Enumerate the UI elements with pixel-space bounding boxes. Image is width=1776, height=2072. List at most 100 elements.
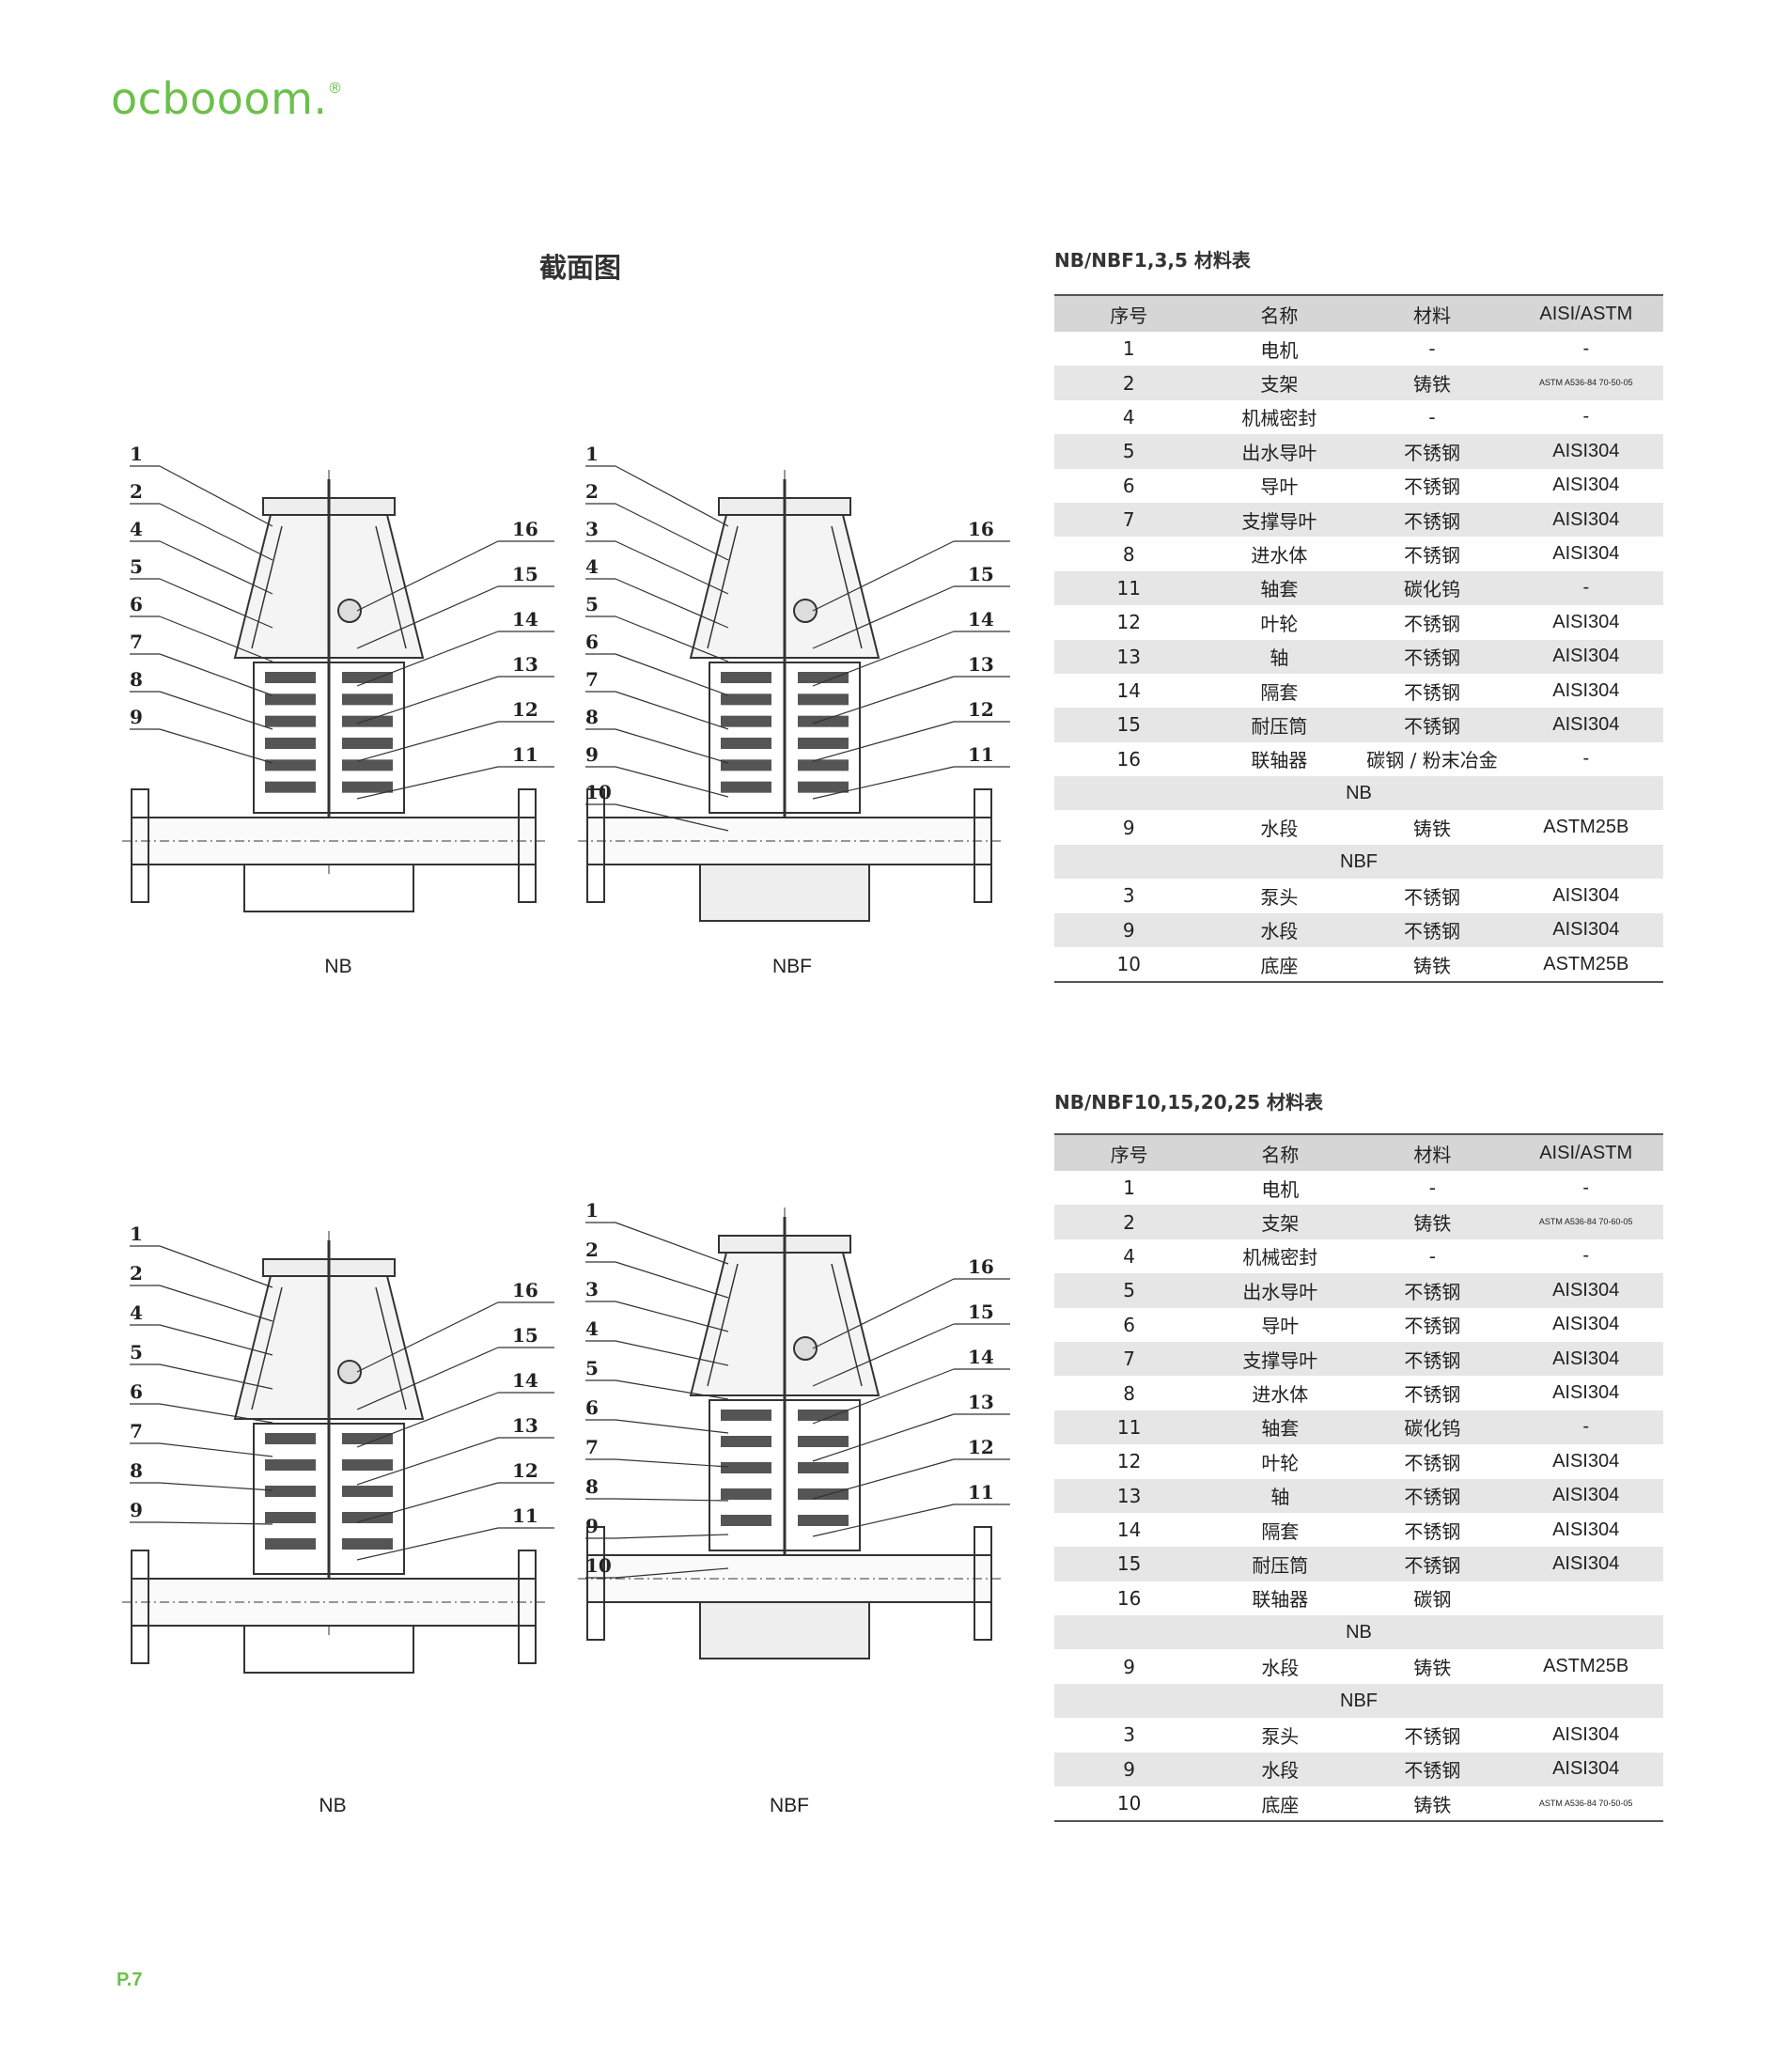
- table-section-row: NB: [1054, 776, 1663, 811]
- table-cell: ASTM25B: [1543, 1656, 1629, 1677]
- callout-number: 14: [968, 608, 994, 631]
- table-cell: 3: [1122, 884, 1135, 908]
- table-cell: 不锈钢: [1403, 475, 1460, 499]
- table-cell: 10: [1054, 947, 1204, 984]
- section-label: NB: [1054, 1615, 1663, 1650]
- callout-number: 7: [585, 668, 599, 691]
- column-header: 名称: [1203, 294, 1356, 332]
- callout-number: 2: [130, 480, 143, 503]
- table-cell: -: [1582, 1176, 1589, 1198]
- table-cell: 8: [1122, 542, 1135, 566]
- table-cell: 铸铁: [1356, 1205, 1509, 1239]
- table-cell: 4: [1122, 405, 1135, 428]
- section-title: 截面图: [539, 252, 622, 284]
- table-cell: 轴套: [1204, 1410, 1357, 1445]
- table-cell: AISI304: [1508, 1547, 1663, 1581]
- callout-number: 16: [968, 1255, 994, 1278]
- table-cell: 11: [1054, 1410, 1205, 1445]
- callout-number: 2: [585, 480, 599, 503]
- table-cell: 1: [1123, 1176, 1135, 1200]
- table-cell: 底座: [1204, 1786, 1357, 1823]
- callout-number: 3: [585, 518, 599, 540]
- table-cell: 底座: [1203, 947, 1356, 984]
- diagram-caption: NBF: [770, 1795, 809, 1816]
- callout-number: 13: [968, 1391, 994, 1413]
- table-cell: 耐压筒: [1203, 708, 1356, 742]
- callout-number: 6: [585, 1396, 599, 1419]
- table-cell: 9: [1122, 816, 1135, 839]
- table-cell: 14: [1116, 1519, 1142, 1542]
- table-cell: 铸铁: [1413, 1657, 1452, 1680]
- table-cell: 水段: [1261, 1657, 1300, 1680]
- table-cell: 9: [1123, 1655, 1135, 1678]
- callout-number: 10: [585, 781, 612, 803]
- table-cell: -: [1582, 337, 1590, 359]
- table-cell: 铸铁: [1355, 947, 1509, 984]
- table-cell: [1508, 1581, 1663, 1615]
- table-cell: 机械密封: [1242, 1246, 1318, 1270]
- table-cell: 4: [1123, 1244, 1135, 1268]
- registered-mark: ®: [327, 79, 343, 97]
- callout-number: 1: [585, 443, 599, 465]
- callout-number: 1: [130, 443, 143, 465]
- table-cell: 进水体: [1251, 544, 1308, 568]
- table-cell: -: [1508, 570, 1663, 606]
- table-cell: 出水导叶: [1203, 434, 1356, 469]
- callout-number: 7: [585, 1436, 599, 1458]
- callout-number: 15: [512, 563, 538, 585]
- table-cell: AISI304: [1552, 1519, 1620, 1540]
- callout-number: 2: [130, 1262, 143, 1285]
- table-cell: 碳化钨: [1355, 570, 1509, 606]
- table-cell: AISI304: [1552, 1450, 1620, 1472]
- table-cell: 12: [1116, 1450, 1142, 1473]
- column-header: 材料: [1355, 294, 1509, 332]
- callout-number: 5: [130, 555, 143, 578]
- callout-number: 11: [968, 743, 994, 766]
- table-cell: 隔套: [1261, 1519, 1300, 1543]
- table-cell: 不锈钢: [1355, 639, 1509, 674]
- table-cell: 支撑导叶: [1203, 502, 1356, 537]
- table-cell: 不锈钢: [1355, 708, 1509, 742]
- diagram-caption: NB: [324, 956, 352, 977]
- table-cell: ASTM A536-84 70-60-05: [1508, 1205, 1663, 1239]
- table-cell: 碳钢 / 粉末冶金: [1366, 749, 1498, 772]
- table-cell: 铸铁: [1356, 1786, 1509, 1823]
- table-cell: 7: [1054, 1341, 1205, 1377]
- table-cell: 碳化钨: [1356, 1410, 1509, 1445]
- table-cell: 12: [1116, 611, 1141, 634]
- callout-number: 4: [585, 555, 599, 578]
- table-cell: AISI304: [1552, 1314, 1620, 1335]
- table-cell: AISI304: [1508, 502, 1663, 537]
- table-cell: 6: [1123, 1313, 1135, 1336]
- table-cell: 16: [1116, 747, 1141, 771]
- table-cell: 电机: [1261, 1177, 1300, 1201]
- callout-number: 6: [130, 593, 143, 615]
- callout-number: 2: [585, 1239, 599, 1261]
- table-cell: 不锈钢: [1355, 502, 1509, 537]
- table-cell: -: [1582, 406, 1590, 428]
- table-header-row: 序号 名称 材料 AISI/ASTM: [1054, 294, 1663, 332]
- table-cell: 叶轮: [1261, 1451, 1300, 1474]
- diagram-caption: NBF: [772, 956, 812, 977]
- table-cell: 不锈钢: [1356, 1547, 1509, 1581]
- table-cell: 15: [1054, 1547, 1205, 1581]
- table-cell: 9: [1054, 1752, 1205, 1787]
- table-cell: 不锈钢: [1356, 1273, 1509, 1308]
- logo-text: ocbooom.: [111, 73, 328, 124]
- callout-number: 13: [512, 1414, 538, 1437]
